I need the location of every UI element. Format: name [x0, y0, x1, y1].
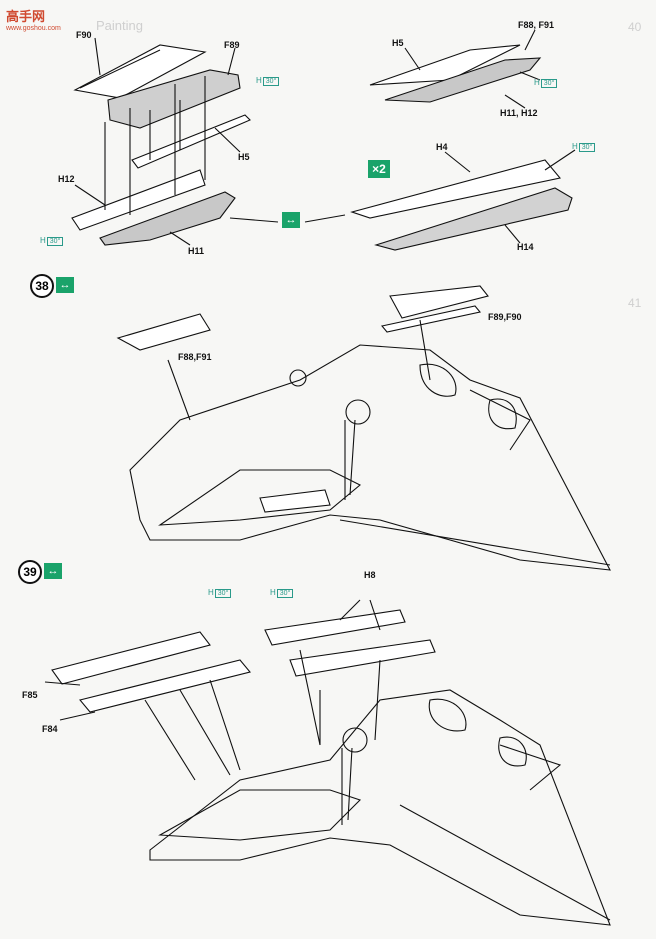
label-f89-f90: F89,F90 [488, 312, 522, 322]
multiplier-badge: ×2 [368, 160, 390, 178]
label-f84: F84 [42, 724, 58, 734]
label-h5-right: H5 [392, 38, 404, 48]
step-39-number: 39 [18, 560, 42, 584]
label-f88-f91-top: F88, F91 [518, 20, 555, 30]
label-f88-f91: F88,F91 [178, 352, 212, 362]
symmetric-arrow-icon: ↔ [282, 212, 300, 228]
label-h5-left: H5 [238, 152, 250, 162]
label-h11: H11 [188, 246, 205, 256]
label-f89: F89 [224, 40, 240, 50]
label-h12: H12 [58, 174, 75, 184]
ghost-step-40: 40 [628, 20, 642, 34]
watermark-logo: 高手网 www.goshou.com [6, 6, 61, 32]
ghost-step-41: 41 [628, 296, 642, 310]
step-38-number: 38 [30, 274, 54, 298]
watermark-url: www.goshou.com [6, 25, 61, 32]
label-h8: H8 [364, 570, 376, 580]
watermark-text: 高手网 [6, 9, 46, 24]
step-39-arrow-icon: ↔ [44, 563, 62, 579]
label-h14: H14 [517, 242, 534, 252]
ghost-painting: Painting [96, 18, 143, 33]
label-h11-h12: H11, H12 [500, 108, 538, 118]
label-h4: H4 [436, 142, 448, 152]
step-38-arrow-icon: ↔ [56, 277, 74, 293]
label-f85: F85 [22, 690, 38, 700]
label-f90: F90 [76, 30, 92, 40]
